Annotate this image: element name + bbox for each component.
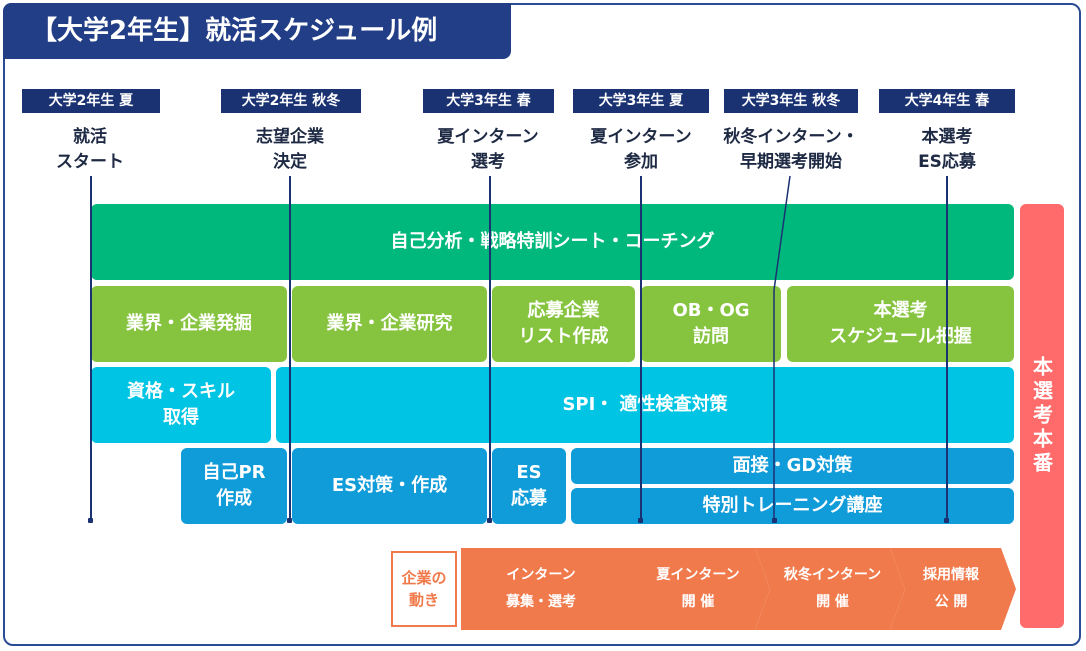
milestone-dot-3 <box>487 518 492 523</box>
milestone-badge-2: 大学2年生 秋冬 <box>221 89 361 113</box>
milestone-line-4 <box>640 176 642 520</box>
industry-dig-box: 業界・企業発掘 <box>91 286 287 362</box>
industry-research-box: 業界・企業研究 <box>292 286 487 362</box>
company-step-1: インターン 募集・選考 <box>506 567 576 610</box>
apply-list-box: 応募企業 リスト作成 <box>492 286 635 362</box>
milestone-label-4: 夏インターン 参加 <box>590 127 692 172</box>
milestone-dot-2 <box>287 518 292 523</box>
milestone-badge-1: 大学2年生 夏 <box>22 89 160 113</box>
ob-og-box: OB・OG 訪問 <box>641 286 781 362</box>
company-step-3-shape <box>755 548 905 630</box>
company-step-1-shape <box>461 548 636 630</box>
company-step-3: 秋冬インターン 開 催 <box>783 567 882 610</box>
company-step-4: 採用情報 公 開 <box>923 567 979 610</box>
es-prep-box: ES対策・作成 <box>292 448 487 524</box>
milestone-badge-5: 大学3年生 秋冬 <box>724 89 858 113</box>
milestone-badge-6: 大学4年生 春 <box>879 89 1015 113</box>
milestone-label-5: 秋冬インターン・ 早期選考開始 <box>723 127 859 172</box>
main-selection-label: 本選考本番 <box>1029 356 1054 476</box>
milestone-badge-3: 大学3年生 春 <box>423 89 554 113</box>
milestone-badge-4: 大学3年生 夏 <box>573 89 709 113</box>
interview-box: 面接・GD対策 <box>571 448 1014 484</box>
milestone-line-2 <box>289 176 291 520</box>
milestone-label-2: 志望企業 決定 <box>256 127 324 172</box>
self-pr-box: 自己PR 作成 <box>181 448 287 524</box>
self-analysis-box: 自己分析・戦略特訓シート・コーチング <box>91 204 1014 280</box>
company-step-2: 夏インターン 開 催 <box>656 567 740 610</box>
company-movement-label: 企業の 動き <box>391 551 457 627</box>
spi-box: SPI・ 適性検査対策 <box>276 367 1014 443</box>
qualification-box: 資格・スキル 取得 <box>91 367 271 443</box>
milestone-label-3: 夏インターン 選考 <box>437 127 539 172</box>
milestone-label-6: 本選考 ES応募 <box>918 127 976 172</box>
company-step-4-shape <box>890 548 1016 630</box>
milestone-line-6 <box>946 176 948 520</box>
milestone-dot-4 <box>638 518 643 523</box>
milestone-line-1 <box>90 176 92 520</box>
milestone-dot-1 <box>88 518 93 523</box>
company-step-2-shape <box>620 548 770 630</box>
main-selection-box: 本選考本番 <box>1020 204 1064 628</box>
milestone-label-1: 就活 スタート <box>56 127 124 172</box>
milestone-line-3 <box>489 176 491 520</box>
milestone-dot-5 <box>772 518 777 523</box>
main-schedule-box: 本選考 スケジュール把握 <box>787 286 1014 362</box>
milestone-dot-6 <box>944 518 949 523</box>
es-apply-box: ES 応募 <box>492 448 566 524</box>
special-training-box: 特別トレーニング講座 <box>571 488 1014 524</box>
page-title: 【大学2年生】就活スケジュール例 <box>3 3 511 59</box>
